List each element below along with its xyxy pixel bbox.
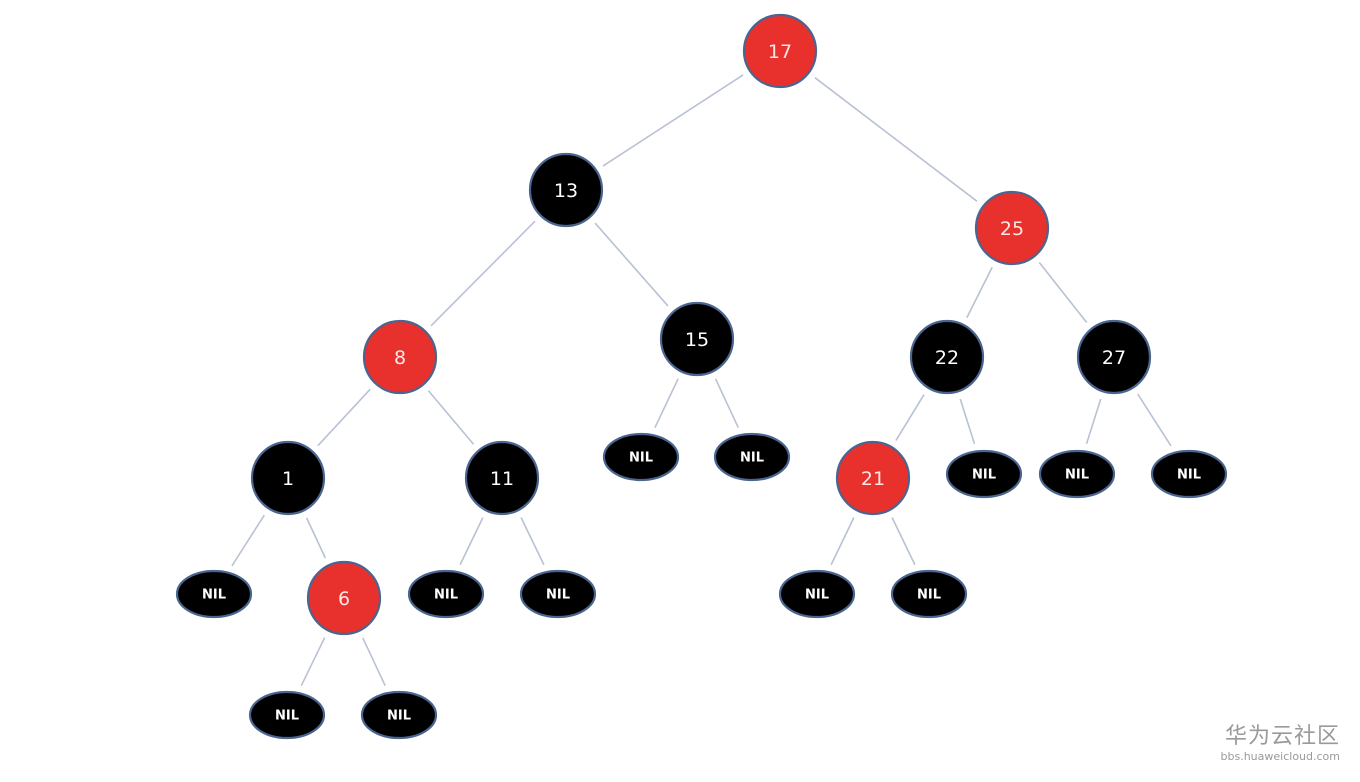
node-circle [362, 319, 438, 395]
watermark-title: 华为云社区 [1224, 724, 1340, 749]
edge-n15-nil15a [654, 378, 679, 429]
edge-n15-nil15b [714, 378, 740, 428]
nil-label: NIL [1065, 468, 1089, 483]
nil-label: NIL [275, 709, 299, 724]
edge-n27-nil27b [1137, 393, 1172, 447]
nil-label: NIL [917, 588, 941, 603]
edge-n27-nil27a [1085, 398, 1102, 445]
edge-n6-nil6a [300, 637, 326, 687]
edge-n13-n8 [430, 220, 536, 327]
node-value-label: 22 [935, 347, 959, 369]
node-circle [1076, 319, 1152, 395]
nil-leaf-nil6b: NIL [360, 690, 438, 740]
nil-leaf-nil11b: NIL [519, 569, 597, 619]
edge-n13-n15 [594, 222, 669, 307]
nil-leaf-nil21a: NIL [778, 569, 856, 619]
nil-ellipse [248, 690, 326, 740]
node-value-label: 17 [768, 41, 792, 63]
tree-node-n17: 17 [742, 13, 818, 89]
node-value-label: 8 [394, 347, 406, 369]
node-circle [909, 319, 985, 395]
nil-leaf-nil21b: NIL [890, 569, 968, 619]
nil-label: NIL [1177, 468, 1201, 483]
node-circle [974, 190, 1050, 266]
nil-leaf-nil15b: NIL [713, 432, 791, 482]
edge-n21-nil21b [891, 517, 916, 566]
tree-node-n21: 21 [835, 440, 911, 516]
node-circle [659, 301, 735, 377]
nil-label: NIL [740, 451, 764, 466]
node-value-label: 13 [554, 180, 578, 202]
node-circle [528, 152, 604, 228]
node-value-label: 25 [1000, 218, 1024, 240]
watermark-url: bbs.huaweicloud.com [1220, 750, 1340, 763]
tree-node-n13: 13 [528, 152, 604, 228]
edge-n8-n11 [427, 390, 475, 445]
nil-ellipse [778, 569, 856, 619]
node-value-label: 1 [282, 468, 294, 490]
nil-leaf-nil1: NIL [175, 569, 253, 619]
edge-n11-nil11a [459, 517, 484, 566]
nil-leaf-nil11a: NIL [407, 569, 485, 619]
edge-n17-n25 [814, 77, 978, 202]
nil-label: NIL [202, 588, 226, 603]
nil-label: NIL [546, 588, 570, 603]
nil-leaf-nil22: NIL [945, 449, 1023, 499]
nil-label: NIL [972, 468, 996, 483]
tree-node-n15: 15 [659, 301, 735, 377]
tree-node-n1: 1 [250, 440, 326, 516]
node-value-label: 6 [338, 588, 350, 610]
node-value-label: 15 [685, 329, 709, 351]
nil-ellipse [519, 569, 597, 619]
nil-ellipse [945, 449, 1023, 499]
node-circle [742, 13, 818, 89]
nil-leaf-nil27a: NIL [1038, 449, 1116, 499]
nil-label: NIL [805, 588, 829, 603]
tree-node-n11: 11 [464, 440, 540, 516]
tree-node-n25: 25 [974, 190, 1050, 266]
tree-edges [231, 74, 1172, 687]
node-circle [835, 440, 911, 516]
node-value-label: 11 [490, 468, 514, 490]
nil-label: NIL [629, 451, 653, 466]
node-circle [250, 440, 326, 516]
nil-ellipse [1150, 449, 1228, 499]
nil-ellipse [1038, 449, 1116, 499]
edge-n25-n22 [966, 266, 993, 319]
edge-n22-nil22 [959, 398, 976, 445]
nil-ellipse [713, 432, 791, 482]
tree-node-n8: 8 [362, 319, 438, 395]
nil-leaf-nil15a: NIL [602, 432, 680, 482]
nil-ellipse [890, 569, 968, 619]
nil-ellipse [360, 690, 438, 740]
edge-n1-n6 [305, 517, 327, 559]
node-value-label: 27 [1102, 347, 1126, 369]
nil-label: NIL [387, 709, 411, 724]
edge-n8-n1 [317, 388, 371, 447]
nil-ellipse [602, 432, 680, 482]
tree-node-n22: 22 [909, 319, 985, 395]
edge-n22-n21 [895, 394, 925, 441]
edge-n25-n27 [1038, 262, 1088, 323]
nil-leaf-nil6a: NIL [248, 690, 326, 740]
node-circle [464, 440, 540, 516]
nil-leaf-nil27b: NIL [1150, 449, 1228, 499]
tree-node-n27: 27 [1076, 319, 1152, 395]
edge-n1-nil1 [231, 514, 266, 567]
edge-n21-nil21a [830, 517, 855, 566]
edge-n6-nil6b [361, 637, 386, 687]
watermark: 华为云社区 bbs.huaweicloud.com [1221, 724, 1340, 764]
node-circle [306, 560, 382, 636]
nil-label: NIL [434, 588, 458, 603]
edge-n17-n13 [602, 74, 744, 167]
nil-ellipse [407, 569, 485, 619]
edge-n11-nil11b [520, 517, 545, 566]
nil-ellipse [175, 569, 253, 619]
node-value-label: 21 [861, 468, 885, 490]
tree-node-n6: 6 [306, 560, 382, 636]
